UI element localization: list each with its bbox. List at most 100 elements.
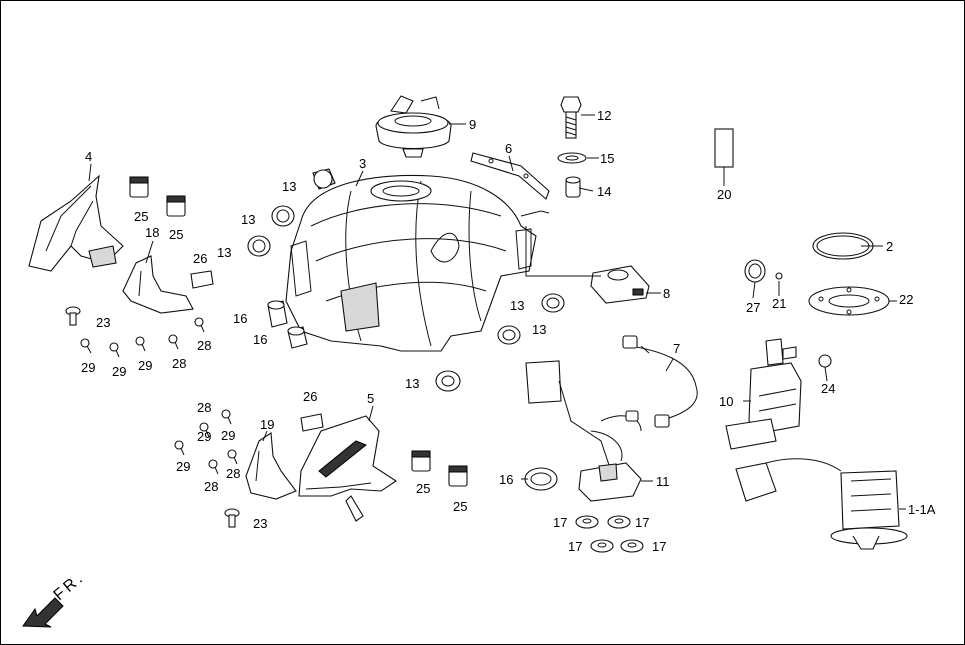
callout-13-6: 13 bbox=[405, 376, 419, 391]
callout-13-2: 13 bbox=[241, 212, 255, 227]
front-direction-label: FR. bbox=[51, 569, 89, 604]
clip-1 bbox=[129, 176, 149, 198]
callout-17-3: 17 bbox=[568, 539, 582, 554]
callout-22: 22 bbox=[899, 292, 913, 307]
callout-27: 27 bbox=[746, 300, 760, 315]
rubber-mount-3 bbox=[247, 235, 271, 257]
callout-2: 2 bbox=[886, 239, 893, 254]
callout-29-6: 29 bbox=[197, 429, 211, 444]
callout-12: 12 bbox=[597, 108, 611, 123]
collar bbox=[565, 176, 581, 198]
bolt bbox=[560, 96, 582, 139]
callout-17-4: 17 bbox=[652, 539, 666, 554]
front-direction-arrow: FR. bbox=[22, 569, 89, 628]
clip-3 bbox=[411, 450, 431, 472]
rubber-sleeve bbox=[714, 128, 734, 168]
callout-6: 6 bbox=[505, 141, 512, 156]
callout-29-5: 29 bbox=[221, 428, 235, 443]
callout-28: 28 bbox=[197, 338, 211, 353]
callout-25-3: 25 bbox=[416, 481, 430, 496]
small-screws bbox=[80, 317, 238, 475]
right-side-cover bbox=[298, 415, 397, 522]
callout-10: 10 bbox=[719, 394, 733, 409]
pump-gasket bbox=[524, 467, 558, 491]
wire-harness bbox=[622, 335, 698, 428]
callout-3: 3 bbox=[359, 156, 366, 171]
tank-bracket bbox=[470, 152, 550, 200]
callout-15: 15 bbox=[600, 151, 614, 166]
fuel-pump-assembly bbox=[735, 458, 908, 550]
callout-28-4: 28 bbox=[226, 466, 240, 481]
callout-25: 25 bbox=[134, 209, 148, 224]
callout-5: 5 bbox=[367, 391, 374, 406]
set-plate bbox=[808, 286, 890, 316]
callout-26: 26 bbox=[193, 251, 207, 266]
callout-17-2: 17 bbox=[635, 515, 649, 530]
label-tag-2 bbox=[300, 413, 324, 432]
clip bbox=[775, 272, 783, 280]
callout-29-2: 29 bbox=[112, 364, 126, 379]
left-side-cover bbox=[28, 174, 124, 272]
callout-7: 7 bbox=[673, 341, 680, 356]
clip-4 bbox=[448, 465, 468, 487]
callout-11: 11 bbox=[656, 474, 670, 489]
callout-13: 13 bbox=[282, 179, 296, 194]
inner-bracket-right bbox=[245, 432, 297, 500]
clip-2 bbox=[166, 195, 186, 217]
inner-bracket-left bbox=[122, 255, 194, 314]
fuel-tank bbox=[285, 174, 537, 352]
callout-28-3: 28 bbox=[197, 400, 211, 415]
callout-14: 14 bbox=[597, 184, 611, 199]
callout-labels: 1-1A234567891011121313131313131415161616… bbox=[81, 108, 936, 554]
screw-23b bbox=[224, 508, 240, 528]
o-ring bbox=[744, 259, 766, 283]
callout-8: 8 bbox=[663, 286, 670, 301]
sensor-unit bbox=[590, 265, 650, 304]
nut-4 bbox=[620, 539, 644, 553]
fuel-pump bbox=[725, 338, 802, 450]
label-tag-1 bbox=[190, 270, 214, 289]
callout-23-2: 23 bbox=[253, 516, 267, 531]
clamp-nut bbox=[818, 354, 832, 368]
callout-28-5: 28 bbox=[204, 479, 218, 494]
callout-17: 17 bbox=[553, 515, 567, 530]
fuel-pump-module bbox=[525, 360, 642, 502]
nut-3 bbox=[590, 539, 614, 553]
callout-29-3: 29 bbox=[138, 358, 152, 373]
screw-23a bbox=[65, 306, 81, 326]
damper-2 bbox=[287, 326, 308, 349]
callout-26-2: 26 bbox=[303, 389, 317, 404]
rubber-mount-2 bbox=[271, 205, 295, 227]
callout-16-3: 16 bbox=[499, 472, 513, 487]
callout-9: 9 bbox=[469, 117, 476, 132]
callout-25-4: 25 bbox=[453, 499, 467, 514]
callout-25-2: 25 bbox=[169, 227, 183, 242]
callout-19: 19 bbox=[260, 417, 274, 432]
callout-4: 4 bbox=[85, 149, 92, 164]
callout-18: 18 bbox=[145, 225, 159, 240]
rubber-mount-6 bbox=[435, 370, 461, 392]
rubber-mount-1 bbox=[312, 168, 336, 190]
callout-1-1a: 1-1A bbox=[908, 502, 936, 517]
callout-leaders bbox=[88, 114, 906, 510]
callout-29-4: 29 bbox=[176, 459, 190, 474]
callout-28-2: 28 bbox=[172, 356, 186, 371]
callout-24: 24 bbox=[821, 381, 835, 396]
callout-23: 23 bbox=[96, 315, 110, 330]
gasket-ring bbox=[812, 232, 874, 260]
filler-cap bbox=[375, 95, 452, 158]
callout-13-4: 13 bbox=[510, 298, 524, 313]
callout-13-3: 13 bbox=[217, 245, 231, 260]
rubber-mount-5 bbox=[497, 325, 521, 345]
washer bbox=[557, 152, 587, 164]
rubber-mount-4 bbox=[541, 293, 565, 313]
nut-2 bbox=[607, 515, 631, 529]
callout-16-2: 16 bbox=[253, 332, 267, 347]
callout-16: 16 bbox=[233, 311, 247, 326]
callout-20: 20 bbox=[717, 187, 731, 202]
nut-1 bbox=[575, 515, 599, 529]
callout-21: 21 bbox=[772, 296, 786, 311]
callout-29: 29 bbox=[81, 360, 95, 375]
